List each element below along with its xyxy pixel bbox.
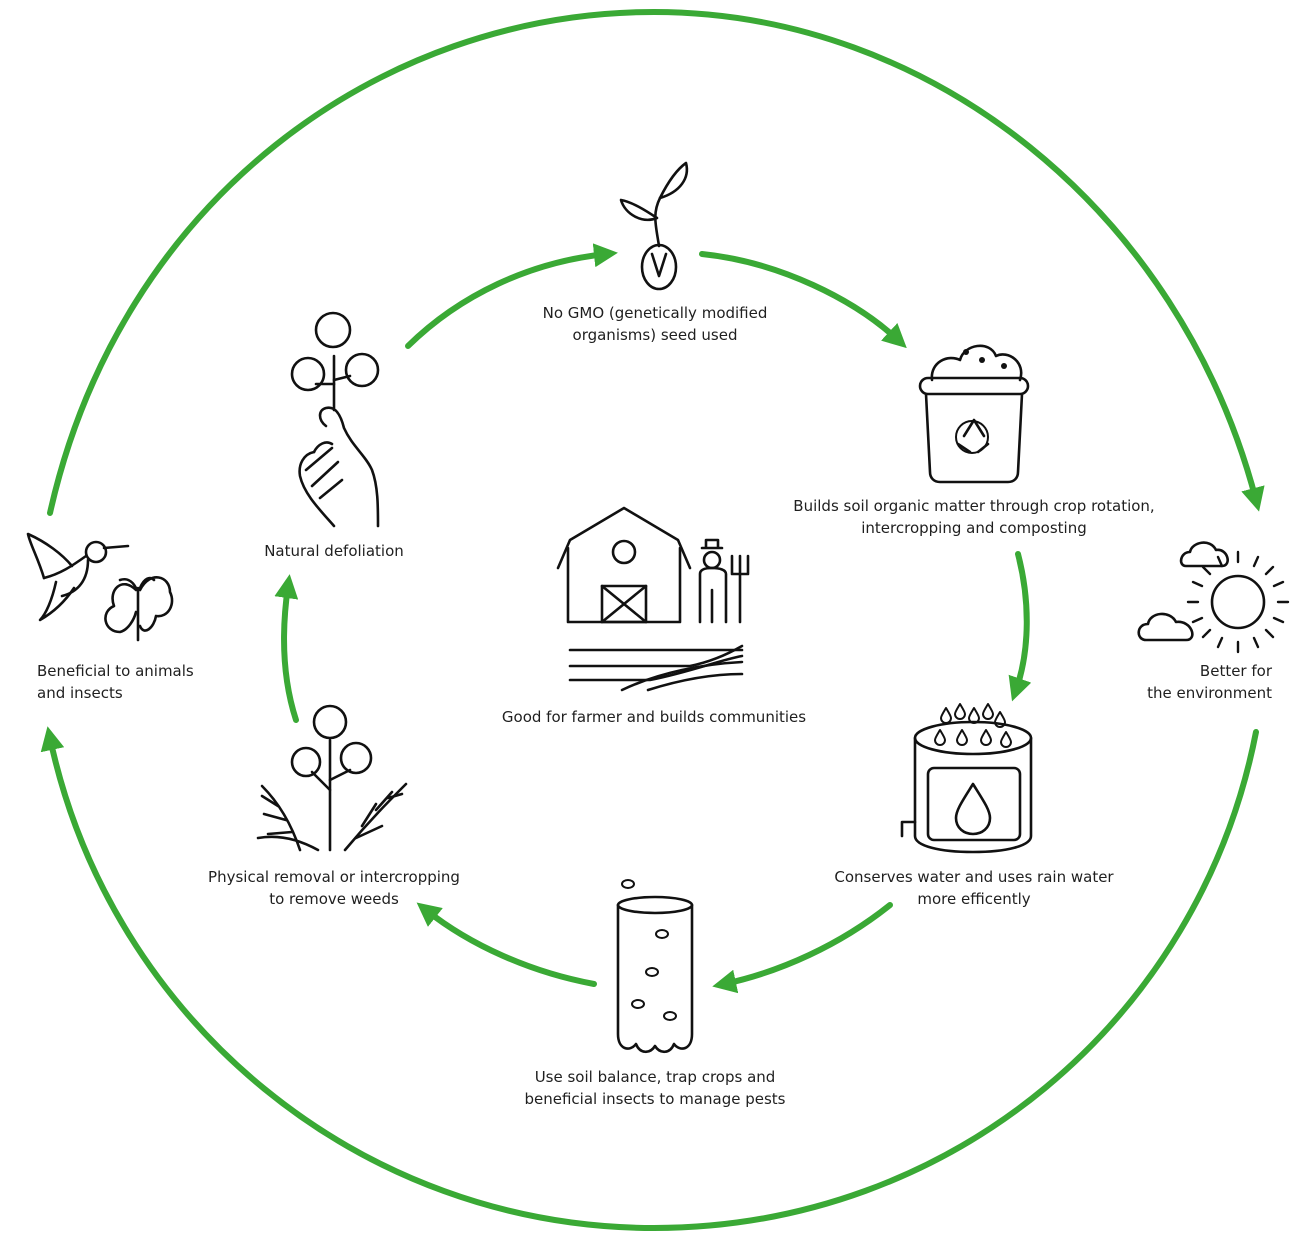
hummingbird-butterfly-icon [26, 532, 174, 642]
arrow-soil-to-water [1008, 551, 1032, 702]
outer-arrow-bottom [40, 726, 1259, 1232]
barn-farmer-icon [556, 506, 750, 692]
inner-arrows [274, 243, 1032, 994]
label-weeds: Physical removal or intercropping to rem… [208, 868, 460, 908]
label-seed: No GMO (genetically modified organisms) … [542, 304, 768, 344]
hand-cotton-icon [290, 311, 380, 528]
label-defoliation: Natural defoliation [264, 542, 404, 560]
sprout-seed-icon [619, 161, 689, 291]
outer-arrow-top [47, 8, 1265, 516]
label-animals: Beneficial to animals and insects [37, 662, 194, 702]
arrow-pests-to-weeds [416, 902, 597, 987]
outer-arrows [40, 8, 1265, 1232]
compost-bin-icon [918, 344, 1030, 484]
arrow-water-to-pests [712, 902, 893, 994]
cotton-weeds-icon [256, 704, 408, 852]
label-environment: Better for the environment [1147, 662, 1272, 702]
arrow-weeds-to-defoliation [274, 574, 299, 723]
arrow-seed-to-soil [699, 251, 907, 349]
label-pests: Use soil balance, trap crops and benefic… [524, 1068, 786, 1108]
label-soil: Builds soil organic matter through crop … [793, 497, 1155, 537]
insect-trap-icon [616, 879, 694, 1054]
label-water: Conserves water and uses rain water more… [834, 868, 1114, 908]
label-center: Good for farmer and builds communities [501, 708, 807, 726]
rain-tank-icon [900, 703, 1033, 854]
sun-clouds-icon [1137, 541, 1290, 654]
arrow-defoliation-to-seed [405, 243, 618, 349]
